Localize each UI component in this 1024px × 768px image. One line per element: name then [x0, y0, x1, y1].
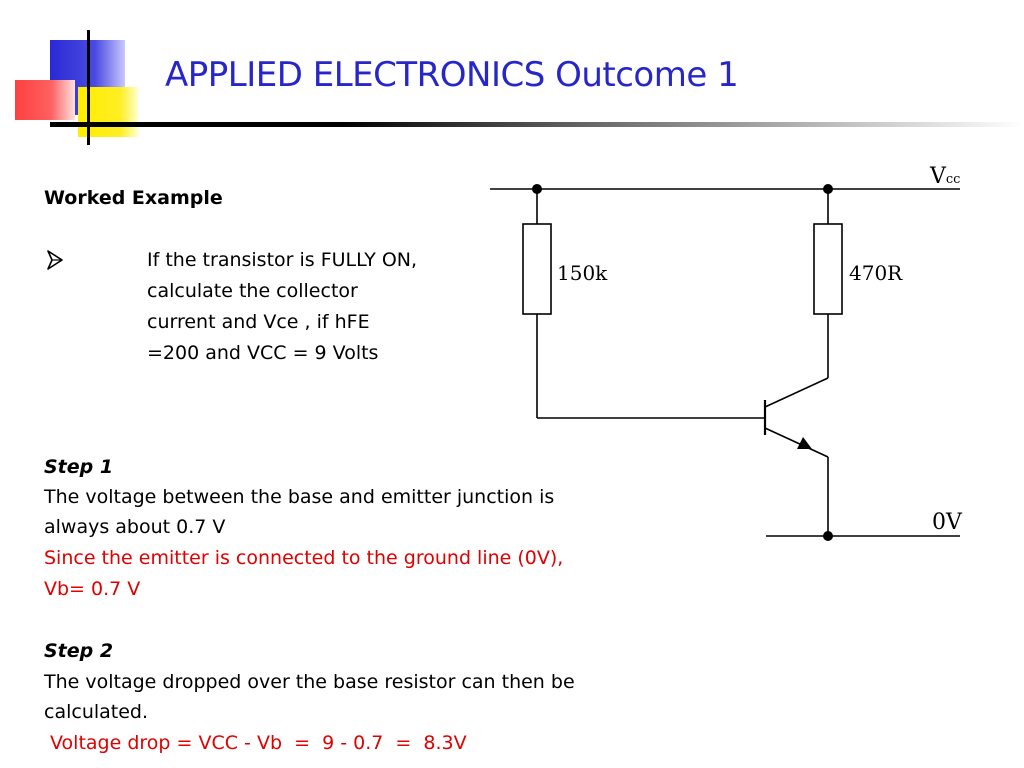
arrowhead-bullet-icon	[47, 250, 63, 270]
slide-title: APPLIED ELECTRONICS Outcome 1	[165, 55, 739, 95]
vcc-label-main: V	[929, 164, 947, 189]
step1-highlight: Since the emitter is connected to the gr…	[44, 547, 564, 569]
step1-title: Step 1	[44, 456, 114, 478]
step2-text: The voltage dropped over the base resist…	[44, 671, 575, 693]
question-line: If the transistor is FULLY ON,	[147, 249, 418, 271]
worked-example-heading: Worked Example	[44, 187, 223, 209]
question-line: calculate the collector	[147, 280, 358, 302]
question-line: current and Vce , if hFE	[147, 311, 370, 333]
collector-resistor	[813, 223, 843, 315]
vcc-label-sub: cc	[946, 172, 961, 187]
emitter-arrow-icon	[797, 437, 812, 449]
base-resistor-label: 150k	[557, 261, 608, 285]
title-underline	[50, 122, 1024, 127]
step2-text: calculated.	[44, 701, 149, 723]
deco-vertical-line	[87, 30, 90, 145]
transistor-collector-lead	[764, 377, 829, 408]
step2-highlight: Voltage drop = VCC - Vb = 9 - 0.7 = 8.3V	[44, 732, 467, 754]
step1-text: The voltage between the base and emitter…	[44, 486, 555, 508]
transistor-circuit-diagram: 150k 470R Vcc 0V	[490, 164, 963, 541]
step1-highlight: Vb= 0.7 V	[44, 578, 141, 600]
step2-title: Step 2	[44, 640, 114, 662]
question-line: =200 and VCC = 9 Volts	[147, 342, 379, 364]
step1-text: always about 0.7 V	[44, 516, 226, 538]
ground-label: 0V	[932, 510, 963, 535]
transistor-emitter-lead	[764, 427, 829, 458]
deco-red-bar	[15, 80, 75, 120]
junction-dot	[823, 531, 833, 541]
junction-dot	[823, 184, 833, 194]
base-resistor	[522, 223, 552, 315]
vcc-label: Vcc	[929, 164, 960, 189]
collector-resistor-label: 470R	[849, 261, 903, 285]
junction-dot	[532, 184, 542, 194]
